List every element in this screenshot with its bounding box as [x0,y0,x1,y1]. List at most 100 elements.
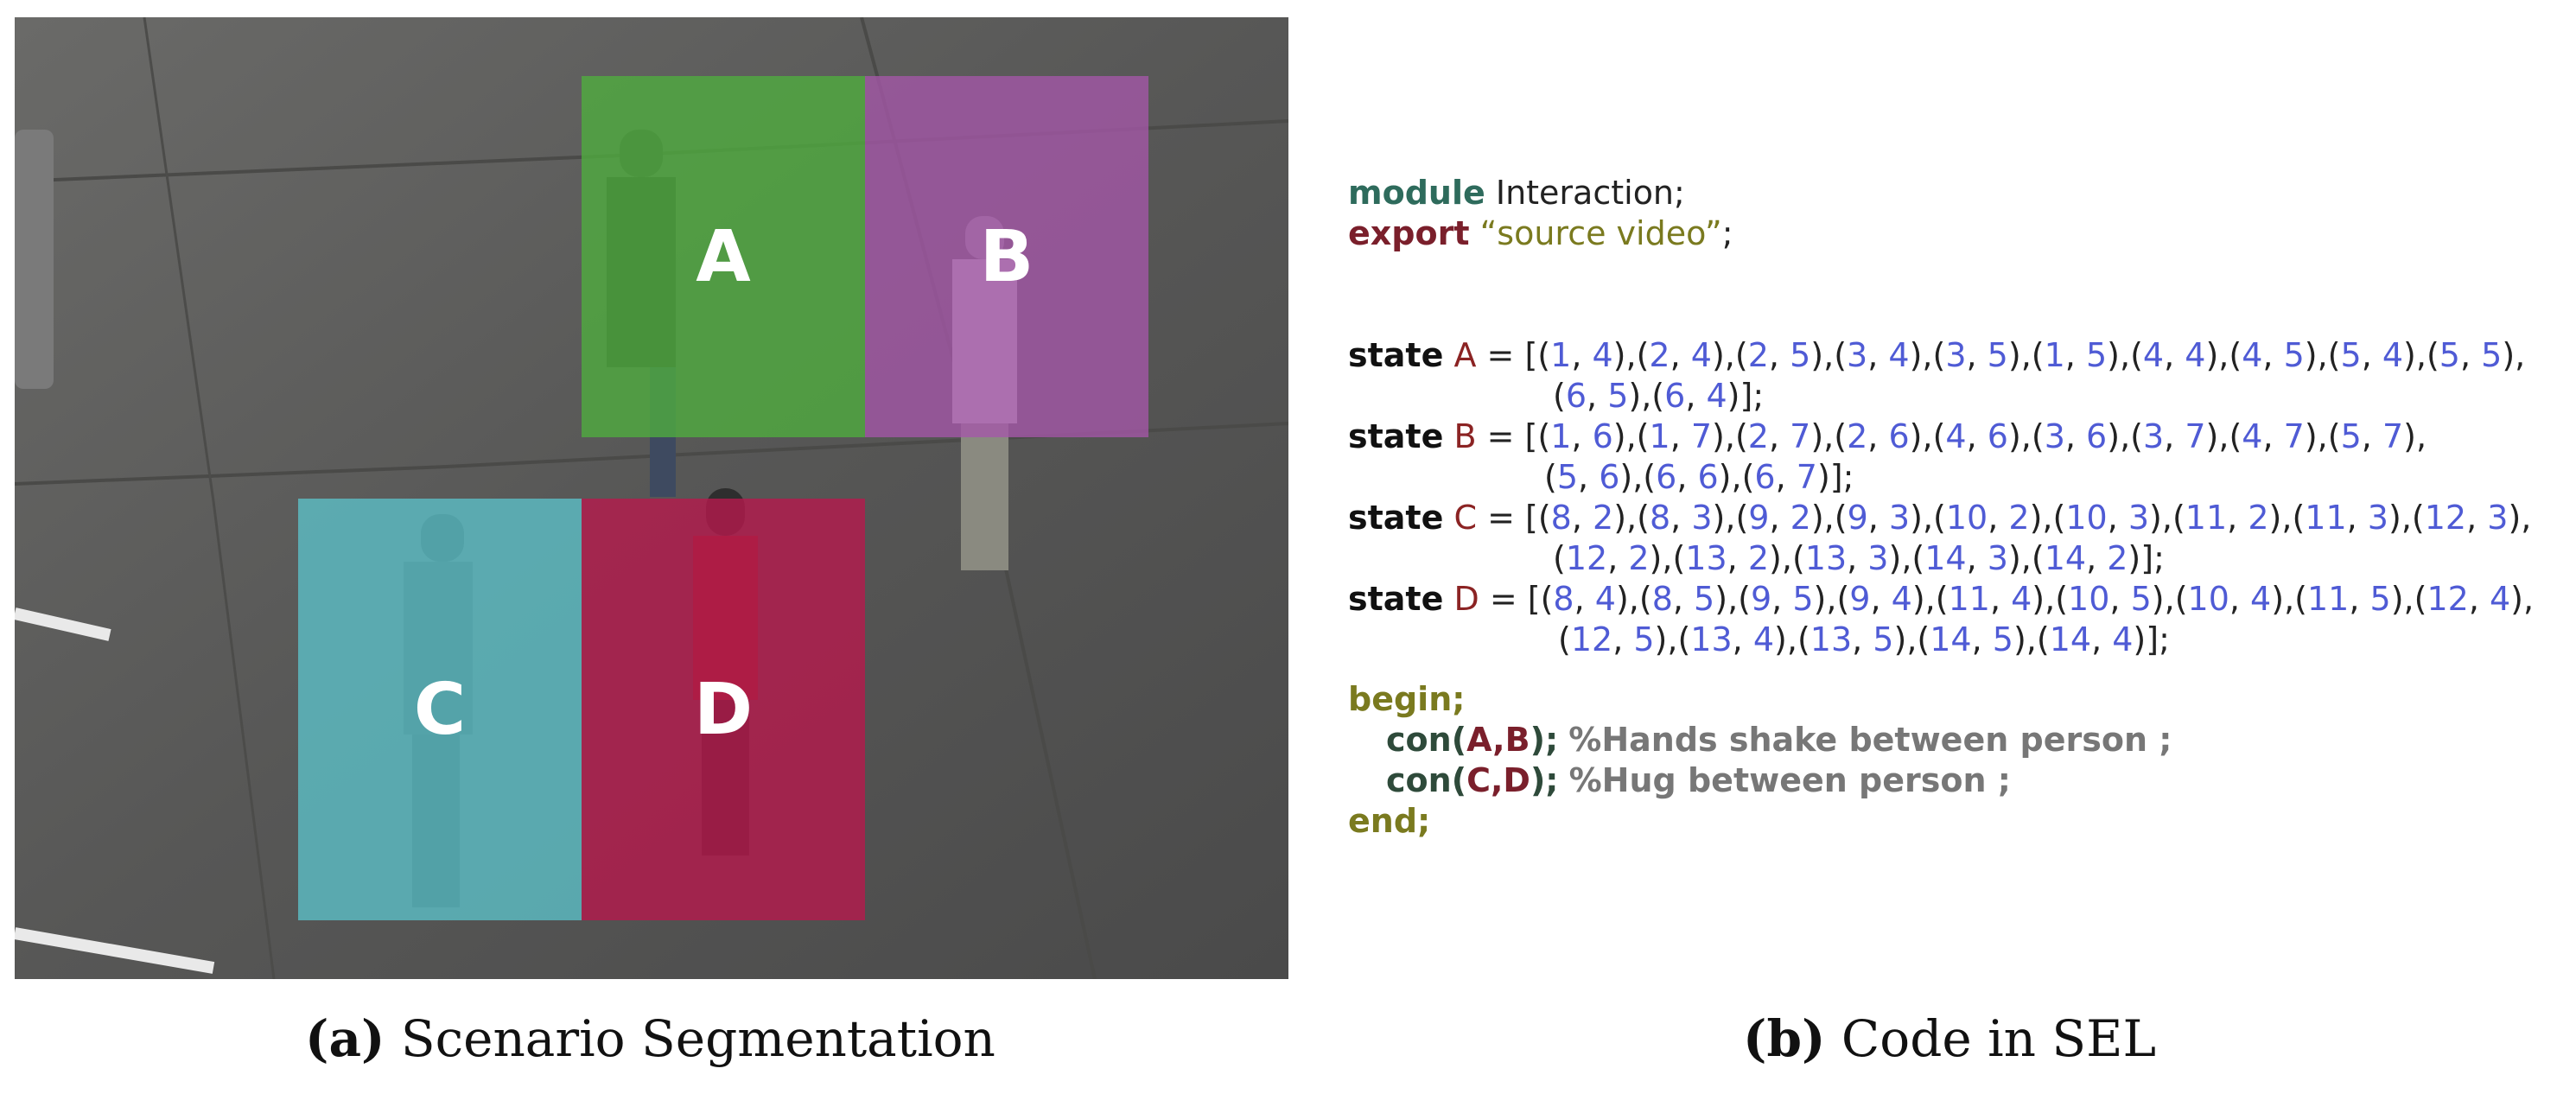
caption-a: (a) Scenario Segmentation [305,1009,995,1068]
coordinate-pair: (10, 2) [1933,499,2043,537]
coordinate-pair: (6, 6) [1643,458,1732,496]
coordinate-pair: (5, 7) [2327,417,2416,455]
begin-line: begin; [1348,679,2566,720]
state-keyword: state [1348,499,1444,537]
coordinate-pair: (14, 2) [2031,539,2141,577]
region-d: D [582,499,865,920]
coordinate-pair: (9, 3) [1834,499,1923,537]
state-name: C [1453,499,1478,537]
coordinate-pair: (12, 5) [1558,620,1668,658]
region-a: A [582,76,865,437]
con-function: con [1386,761,1452,799]
coordinate-pair: (10, 3) [2052,499,2162,537]
con-comment: %Hug between person ; [1568,761,2011,799]
state-declarations: state A = [(1, 4),(2, 4),(2, 5),(3, 4),(… [1348,335,2566,660]
module-name: Interaction; [1495,174,1685,212]
state-keyword: state [1348,336,1444,374]
con-function: con [1386,721,1452,759]
coordinate-pair: (1, 4) [1537,336,1626,374]
state-b-line-2: (5, 6),(6, 6),(6, 7)]; [1544,458,1854,496]
coordinate-pair: (6, 5) [1553,377,1642,415]
coordinate-pair: (4, 6) [1932,417,2021,455]
coordinate-pair: (11, 3) [2292,499,2401,537]
coordinate-pair: (2, 6) [1834,417,1923,455]
coordinate-pair: (14, 4) [2036,620,2147,658]
coordinate-pair: (6, 4) [1651,377,1740,415]
coordinate-pair: (4, 5) [2229,336,2318,374]
con-arguments: C,D [1466,761,1530,799]
state-a-line-1: state A = [(1, 4),(2, 4),(2, 5),(3, 4),(… [1348,336,2526,374]
region-d-label: D [693,668,754,751]
coordinate-pair: (6, 7) [1741,458,1830,496]
export-keyword: export [1348,214,1470,252]
con-arguments: A,B [1466,721,1530,759]
coordinate-pair: (10, 5) [2055,580,2165,618]
caption-b-tag: (b) [1743,1009,1826,1068]
coordinate-pair: (2, 7) [1734,417,1824,455]
export-value: “source video” [1479,214,1722,252]
begin-keyword: begin; [1348,680,1466,718]
coordinate-pair: (3, 5) [1932,336,2021,374]
module-line: module Interaction; [1348,173,2566,213]
state-c-line-2: (12, 2),(13, 2),(13, 3),(14, 3),(14, 2)]… [1553,539,2165,577]
coordinate-pair: (11, 2) [2172,499,2282,537]
coordinate-pair: (13, 3) [1791,539,1902,577]
state-keyword: state [1348,417,1444,455]
coordinate-pair: (1, 5) [2031,336,2120,374]
coordinate-pair: (8, 4) [1540,580,1629,618]
coordinate-pair: (12, 4) [2414,580,2523,618]
caption-a-text: Scenario Segmentation [400,1009,995,1068]
state-name: B [1453,417,1477,455]
sel-code-listing: module Interaction; export “source video… [1348,173,2566,842]
coordinate-pair: (9, 2) [1735,499,1824,537]
con-statements: con(A,B); %Hands shake between person ;c… [1348,720,2566,801]
caption-a-tag: (a) [305,1009,385,1068]
state-d-line-1: state D = [(8, 4),(8, 5),(9, 5),(9, 4),(… [1348,580,2535,618]
region-a-label: A [696,215,751,298]
state-name: D [1453,580,1479,618]
export-line: export “source video”; [1348,213,2566,254]
coordinate-pair: (4, 7) [2229,417,2318,455]
coordinate-pair: (12, 3) [2411,499,2522,537]
coordinate-pair: (2, 4) [1636,336,1725,374]
scenario-segmentation-image: A B C D [15,17,1288,979]
con-comment: %Hands shake between person ; [1568,721,2172,759]
coordinate-pair: (12, 2) [1553,539,1663,577]
coordinate-pair: (5, 4) [2327,336,2416,374]
state-keyword: state [1348,580,1444,618]
coordinate-pair: (13, 4) [1677,620,1787,658]
coordinate-pair: (11, 4) [1935,580,2045,618]
state-c-line-1: state C = [(8, 2),(8, 3),(9, 2),(9, 3),(… [1348,499,2532,537]
caption-b-text: Code in SEL [1841,1009,2157,1068]
con-statement: con(A,B); %Hands shake between person ; [1386,721,2172,759]
state-name: A [1453,336,1477,374]
coordinate-pair: (8, 3) [1637,499,1726,537]
coordinate-pair: (1, 7) [1636,417,1725,455]
end-line: end; [1348,801,2566,842]
coordinate-pair: (13, 2) [1672,539,1782,577]
coordinate-pair: (3, 7) [2130,417,2219,455]
coordinate-pair: (5, 5) [2426,336,2516,374]
export-end: ; [1721,214,1733,252]
coordinate-pair: (14, 3) [1911,539,2021,577]
coordinate-pair: (8, 2) [1537,499,1627,537]
coordinate-pair: (14, 5) [1917,620,2026,658]
coordinate-pair: (8, 5) [1638,580,1728,618]
coordinate-pair: (1, 6) [1537,417,1626,455]
con-statement: con(C,D); %Hug between person ; [1386,761,2011,799]
coordinate-pair: (11, 5) [2294,580,2404,618]
region-b: B [865,76,1148,437]
region-b-label: B [979,215,1034,298]
state-a-line-2: (6, 5),(6, 4)]; [1553,377,1765,415]
coordinate-pair: (3, 4) [1834,336,1923,374]
region-c-label: C [413,668,467,751]
coordinate-pair: (2, 5) [1734,336,1824,374]
region-c: C [298,499,582,920]
caption-b: (b) Code in SEL [1743,1009,2156,1068]
coordinate-pair: (9, 5) [1738,580,1827,618]
coordinate-pair: (4, 4) [2130,336,2219,374]
end-keyword: end; [1348,802,1431,840]
state-b-line-1: state B = [(1, 6),(1, 7),(2, 7),(2, 6),(… [1348,417,2427,455]
coordinate-pair: (9, 4) [1836,580,1925,618]
coordinate-pair: (10, 4) [2174,580,2285,618]
